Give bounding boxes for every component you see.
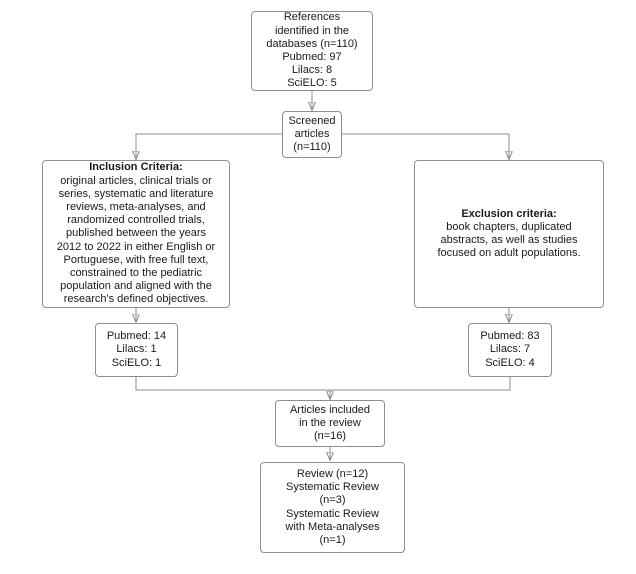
articles-included-text: Articles included in the review (n=16) (289, 403, 371, 443)
box-exclusion-counts: Pubmed: 83 Lilacs: 7 SciELO: 4 (468, 323, 552, 377)
box-references-identified: References identified in the databases (… (251, 11, 373, 91)
connector-screened-to-inclusion-arrow (136, 133, 282, 159)
connector-screened-to-exclusion-arrow (342, 133, 509, 159)
exclusion-criteria-body: book chapters, duplicated abstracts, as … (437, 220, 581, 260)
box-exclusion-criteria: Exclusion criteria: book chapters, dupli… (414, 160, 604, 308)
box-screened-articles: Screened articles (n=110) (282, 111, 342, 158)
screened-articles-text: Screened articles (n=110) (288, 114, 336, 154)
exclusion-criteria-title: Exclusion criteria: (461, 207, 557, 220)
study-types-text: Review (n=12) Systematic Review (n=3) Sy… (285, 467, 380, 546)
inclusion-criteria-title: Inclusion Criteria: (89, 161, 183, 174)
box-inclusion-criteria: Inclusion Criteria: original articles, c… (42, 160, 230, 308)
connector-merge-line (135, 377, 511, 391)
references-identified-text: References identified in the databases (… (266, 11, 358, 90)
inclusion-criteria-body: original articles, clinical trials or se… (56, 174, 216, 306)
inclusion-counts-text: Pubmed: 14 Lilacs: 1 SciELO: 1 (106, 330, 167, 369)
box-study-types: Review (n=12) Systematic Review (n=3) Sy… (260, 462, 405, 553)
box-articles-included: Articles included in the review (n=16) (275, 400, 385, 447)
box-inclusion-counts: Pubmed: 14 Lilacs: 1 SciELO: 1 (95, 323, 178, 377)
exclusion-counts-text: Pubmed: 83 Lilacs: 7 SciELO: 4 (480, 330, 540, 369)
